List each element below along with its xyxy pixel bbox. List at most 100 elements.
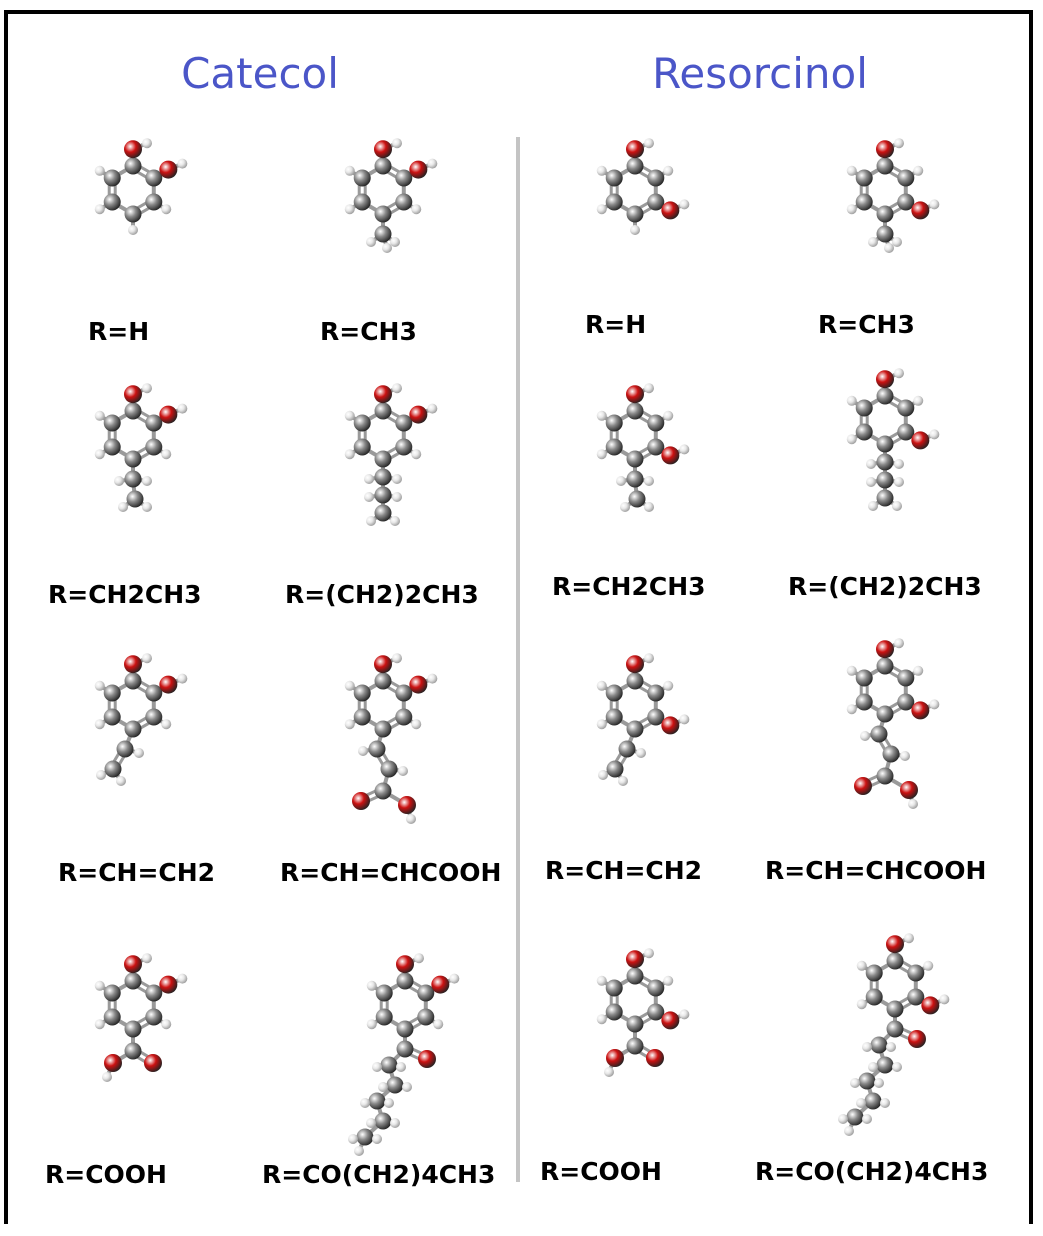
label-resorcinol-h: R=H — [585, 310, 647, 339]
carbon-atom — [626, 205, 644, 223]
hydrogen-atom — [923, 960, 934, 971]
carbon-atom — [897, 193, 915, 211]
molecule-catecol-ch2ch3 — [18, 345, 248, 585]
molecule-diagram — [596, 383, 690, 512]
carbon-atom — [855, 669, 873, 687]
molecule-diagram — [846, 638, 940, 809]
carbon-atom — [124, 720, 142, 738]
carbon-atom — [368, 1092, 386, 1110]
carbon-atom — [605, 684, 623, 702]
resorcinol-heading: Resorcinol — [652, 49, 868, 98]
carbon-atom — [628, 490, 646, 508]
hydrogen-atom — [414, 953, 424, 964]
molecule-catecol-hexanoyl — [290, 915, 520, 1156]
carbon-atom — [647, 979, 665, 997]
carbon-atom — [882, 745, 900, 763]
carbon-atom — [124, 157, 142, 175]
hydrogen-atom — [134, 748, 144, 758]
hydrogen-atom — [663, 680, 674, 691]
carbon-atom — [145, 708, 163, 726]
label-resorcinol-ch2-2ch3: R=(CH2)2CH3 — [788, 572, 982, 601]
hydrogen-atom — [344, 204, 355, 215]
carbon-atom — [886, 1020, 904, 1038]
molecule-resorcinol-h — [520, 100, 750, 340]
molecule-catecol-ch3 — [268, 100, 498, 340]
hydrogen-atom — [844, 1126, 854, 1136]
carbon-atom — [374, 450, 392, 468]
carbon-atom — [626, 967, 644, 985]
oxygen-atom — [921, 996, 940, 1015]
carbon-atom — [626, 1037, 644, 1055]
carbon-atom — [124, 205, 142, 223]
hydrogen-atom — [392, 474, 402, 484]
carbon-atom — [626, 672, 644, 690]
carbon-atom — [374, 504, 392, 522]
oxygen-atom — [431, 975, 450, 994]
carbon-atom — [626, 1015, 644, 1033]
hydrogen-atom — [142, 383, 152, 394]
molecule-catecol-ch2-2ch3 — [268, 345, 498, 585]
carbon-atom — [374, 157, 392, 175]
carbon-atom — [356, 1128, 374, 1146]
hydrogen-atom — [392, 383, 402, 394]
hydrogen-atom — [679, 714, 690, 725]
oxygen-atom — [409, 405, 428, 424]
label-catecol-ch2-2ch3: R=(CH2)2CH3 — [285, 580, 479, 609]
hydrogen-atom — [596, 410, 607, 421]
oxygen-atom — [626, 140, 644, 159]
carbon-atom — [876, 157, 894, 175]
hydrogen-atom — [366, 1118, 376, 1128]
carbon-atom — [104, 760, 122, 778]
carbon-atom — [103, 438, 121, 456]
hydrogen-atom — [868, 237, 878, 247]
carbon-atom — [368, 740, 386, 758]
hydrogen-atom — [427, 673, 438, 684]
label-resorcinol-vinyl: R=CH=CH2 — [545, 856, 703, 885]
hydrogen-atom — [372, 1062, 382, 1072]
hydrogen-atom — [644, 653, 654, 664]
carbon-atom — [855, 423, 873, 441]
molecule-diagram — [846, 368, 940, 511]
column-divider — [516, 137, 520, 1182]
carbon-atom — [103, 708, 121, 726]
hydrogen-atom — [94, 719, 105, 730]
carbon-atom — [647, 438, 665, 456]
hydrogen-atom — [372, 1134, 382, 1144]
hydrogen-atom — [392, 492, 402, 502]
hydrogen-atom — [411, 719, 422, 730]
carbon-atom — [353, 684, 371, 702]
carbon-atom — [876, 205, 894, 223]
carbon-atom — [846, 1108, 864, 1126]
hydrogen-atom — [596, 1014, 607, 1025]
label-resorcinol-caffeic: R=CH=CHCOOH — [765, 856, 987, 885]
carbon-atom — [145, 438, 163, 456]
carbon-atom — [865, 988, 883, 1006]
oxygen-atom — [374, 655, 392, 674]
hydrogen-atom — [616, 476, 626, 486]
carbon-atom — [395, 708, 413, 726]
hydrogen-atom — [846, 204, 857, 215]
molecule-diagram — [596, 653, 690, 786]
hydrogen-atom — [868, 1062, 878, 1072]
hydrogen-atom — [929, 699, 940, 710]
hydrogen-atom — [894, 477, 904, 487]
carbon-atom — [647, 193, 665, 211]
catecol-heading: Catecol — [181, 49, 339, 98]
hydrogen-atom — [880, 1098, 890, 1108]
hydrogen-atom — [344, 449, 355, 460]
oxygen-atom — [626, 385, 644, 404]
oxygen-atom — [374, 385, 392, 404]
oxygen-atom — [104, 1054, 122, 1072]
hydrogen-atom — [94, 449, 105, 460]
oxygen-atom — [911, 201, 930, 220]
carbon-atom — [374, 205, 392, 223]
hydrogen-atom — [679, 1009, 690, 1020]
carbon-atom — [858, 1072, 876, 1090]
carbon-atom — [374, 468, 392, 486]
hydrogen-atom — [913, 395, 924, 406]
carbon-atom — [145, 1008, 163, 1026]
carbon-atom — [396, 1020, 414, 1038]
label-resorcinol-hexanoyl: R=CO(CH2)4CH3 — [755, 1157, 989, 1186]
hydrogen-atom — [679, 199, 690, 210]
carbon-atom — [870, 725, 888, 743]
